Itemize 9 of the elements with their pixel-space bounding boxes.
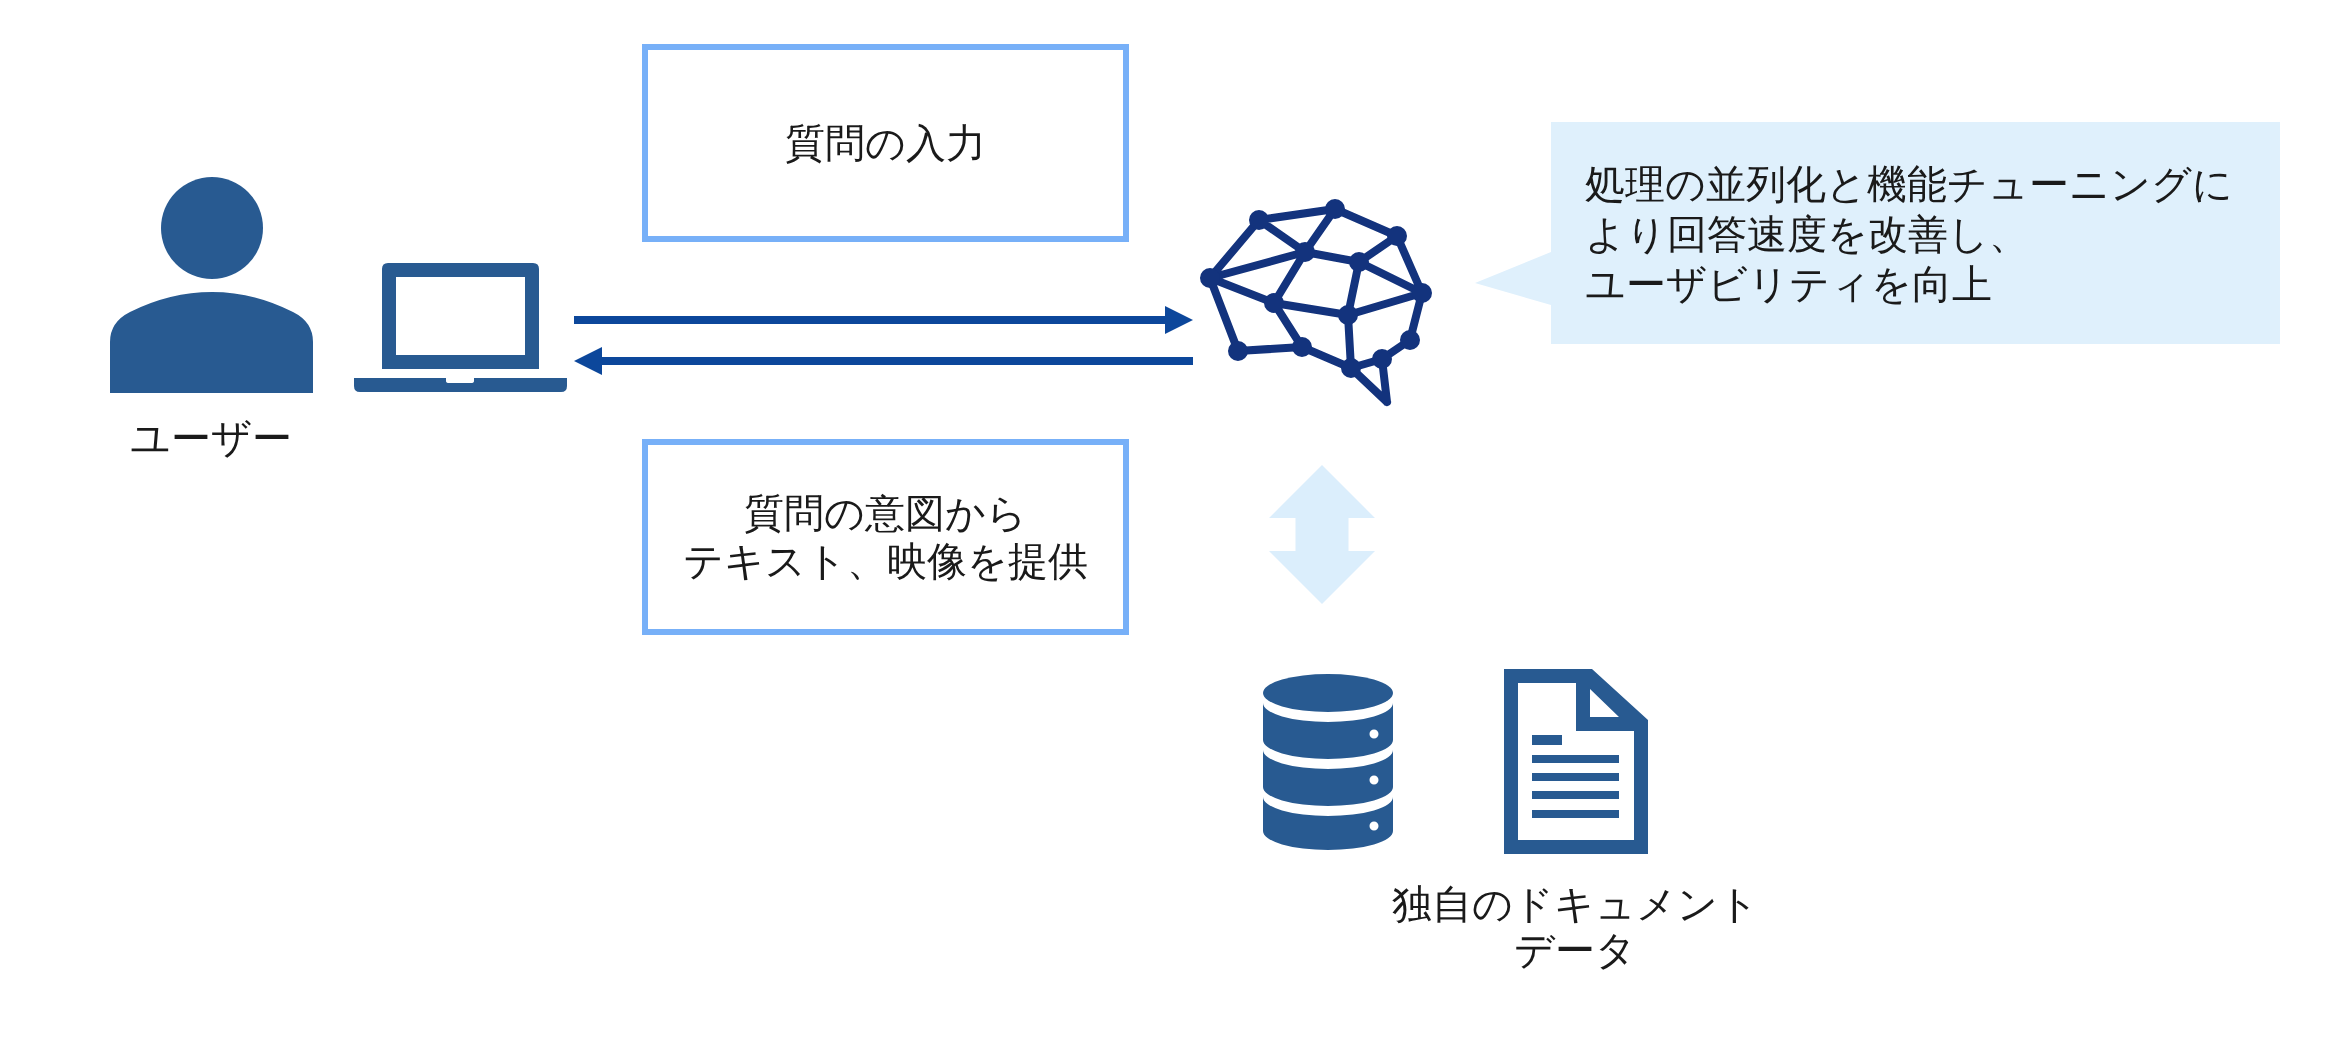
process-box [642,44,1129,242]
double-arrow [1269,465,1375,604]
process-box [642,439,1129,635]
icon-caption: ユーザー [130,415,292,461]
box-text: 質問の意図からテキスト、映像を提供 [683,489,1088,585]
box-text: 質問の入力 [785,119,986,167]
speech-bubble [1475,122,2280,344]
icon-caption: 独自のドキュメントデータ [1391,881,1759,973]
bubble-text: 処理の並列化と機能チューニングにより回答速度を改善し、ユーザビリティを向上 [1585,160,2233,309]
